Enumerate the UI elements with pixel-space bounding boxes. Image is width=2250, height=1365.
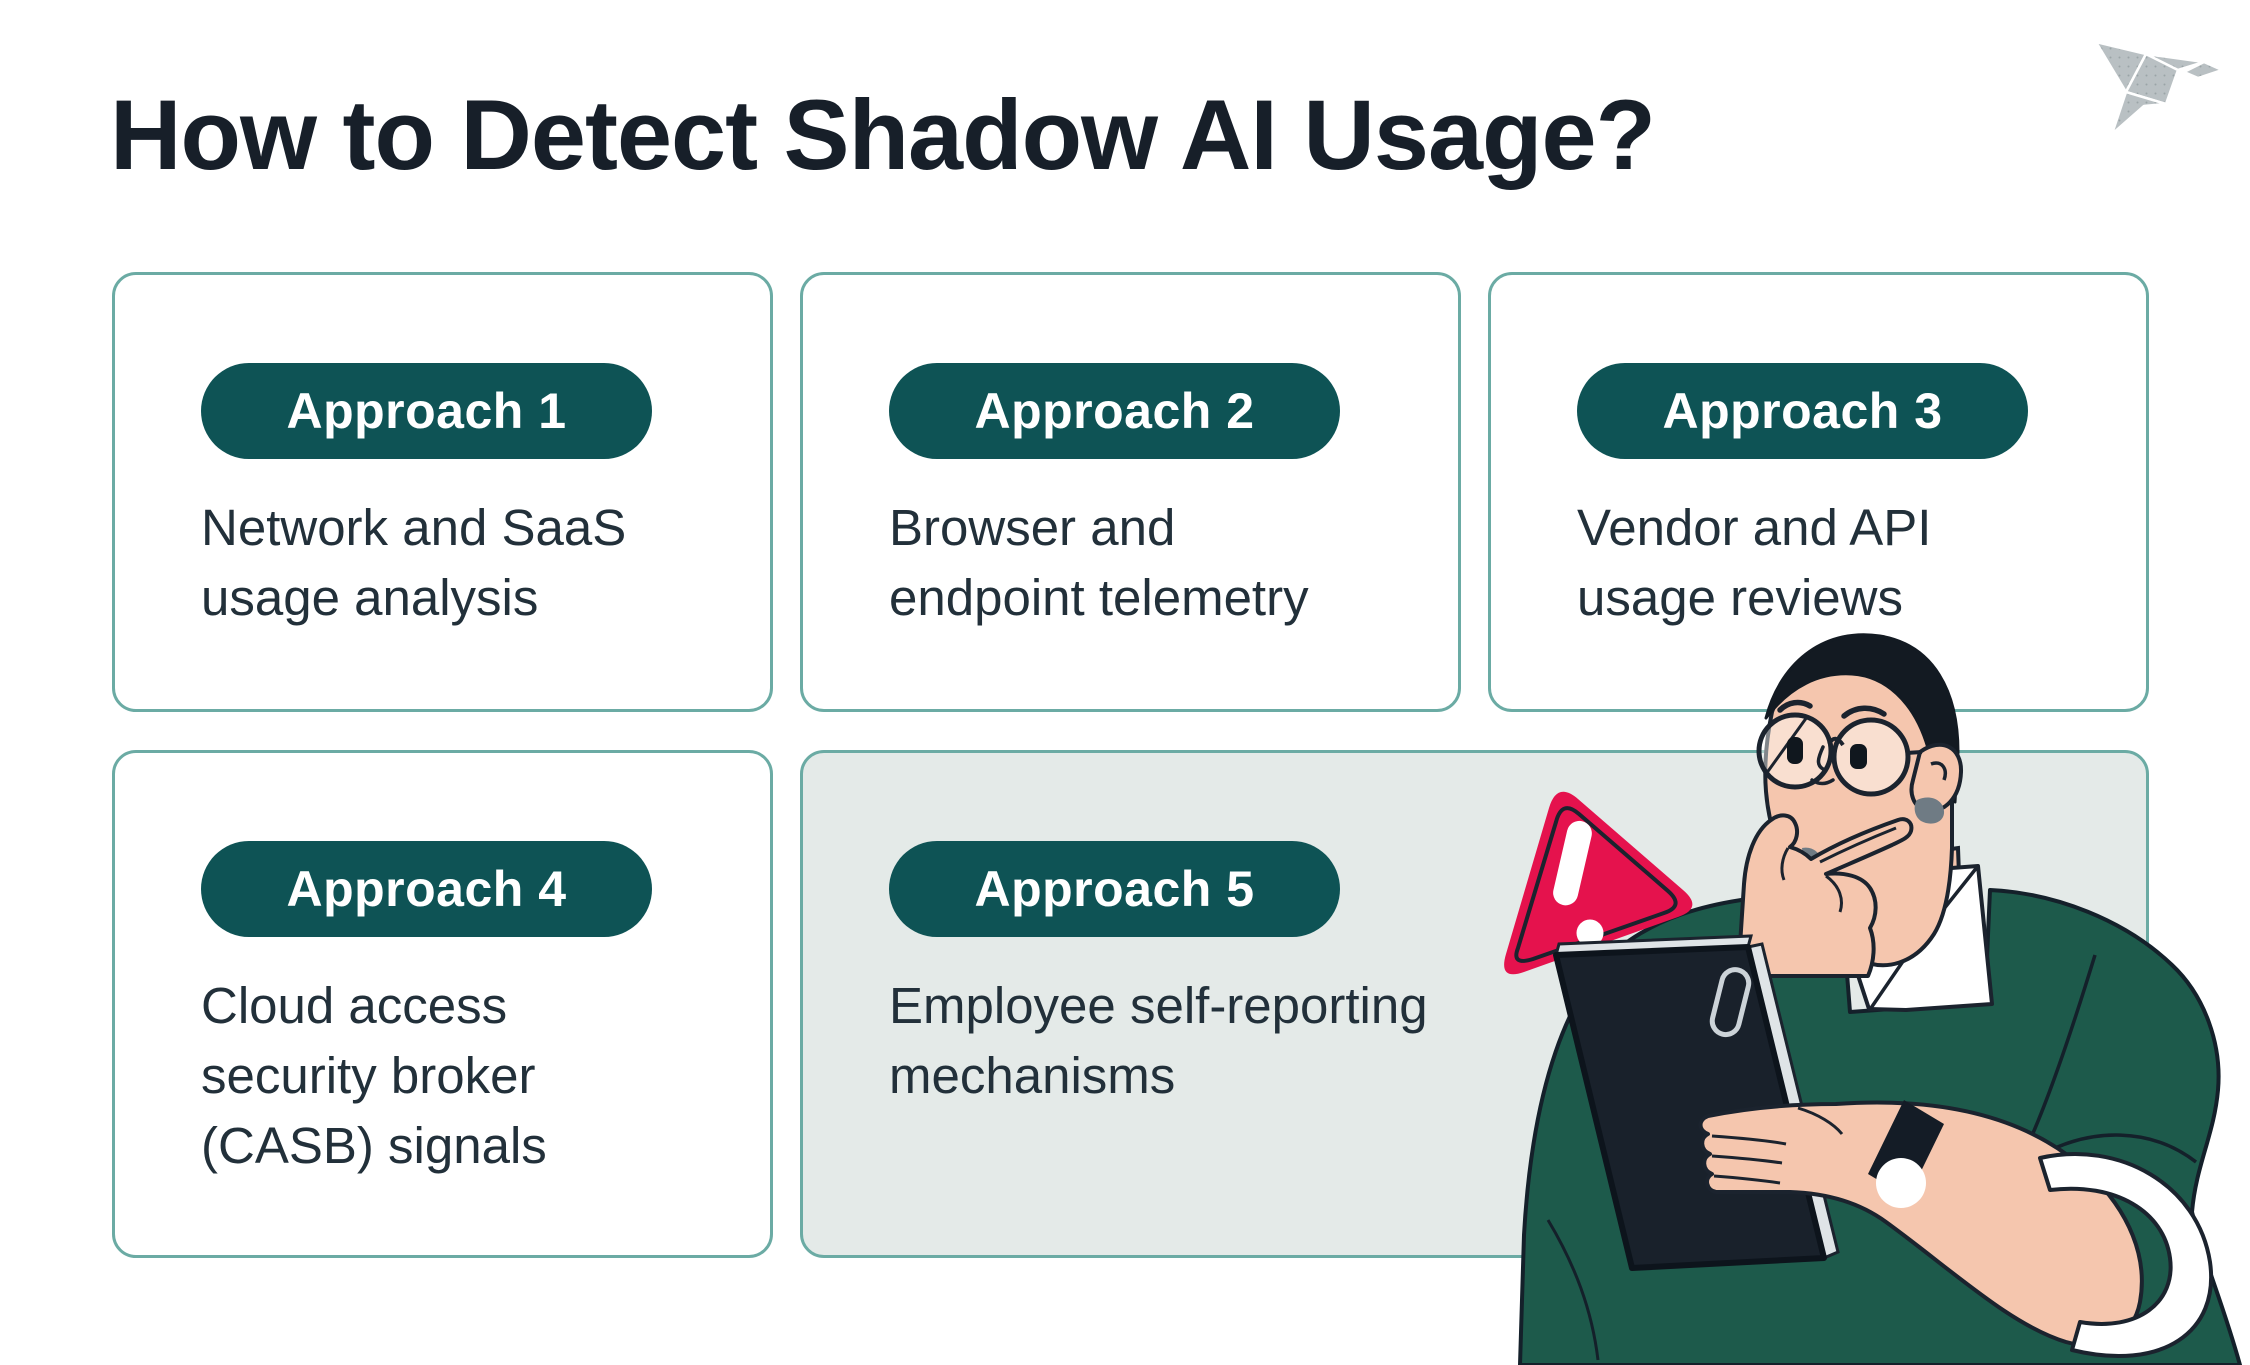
badge-label: Approach 2: [974, 383, 1255, 439]
watch-face: [1876, 1158, 1926, 1208]
approach-card-1: Approach 1 Network and SaaS usage analys…: [112, 272, 773, 712]
text-line: endpoint telemetry: [889, 569, 1309, 626]
text-line: Vendor and API: [1577, 499, 1932, 556]
tablet-camera: [1709, 967, 1752, 1038]
approach-card-2: Approach 2 Browser and endpoint telemetr…: [800, 272, 1461, 712]
ear-inner-line: [1930, 761, 1947, 781]
approach-5-text: Employee self-reporting mechanisms: [889, 971, 2146, 1111]
smile: [1810, 778, 1835, 786]
thinking-man-illustration: [1504, 633, 2242, 1365]
approach-4-badge: Approach 4: [201, 841, 652, 937]
page-title: How to Detect Shadow AI Usage?: [110, 79, 1656, 190]
warning-triangle-icon: [1504, 791, 1693, 975]
glasses: [1756, 712, 1923, 797]
approach-3-text: Vendor and API usage reviews: [1577, 493, 2146, 633]
text-line: usage analysis: [201, 569, 539, 626]
text-line: Browser and: [889, 499, 1176, 556]
left-eye: [1787, 737, 1803, 764]
badge-label: Approach 5: [974, 861, 1255, 917]
approach-3-badge: Approach 3: [1577, 363, 2028, 459]
right-eyebrow: [1841, 705, 1887, 719]
approach-2-badge: Approach 2: [889, 363, 1340, 459]
approach-1-text: Network and SaaS usage analysis: [201, 493, 770, 633]
exclamation-icon: [1553, 820, 1604, 947]
text-line: Cloud access: [201, 977, 508, 1034]
right-eye: [1850, 744, 1867, 769]
text-line: security broker: [201, 1047, 536, 1104]
badge-label: Approach 3: [1662, 383, 1943, 439]
origami-bird-logo: [2094, 40, 2224, 136]
cheek-shadow: [1914, 797, 1945, 824]
bird-facets: [2094, 40, 2224, 136]
approach-4-text: Cloud access security broker (CASB) sign…: [201, 971, 770, 1181]
left-eyebrow: [1777, 699, 1813, 713]
text-line: mechanisms: [889, 1047, 1176, 1104]
rolled-sleeve-cuff: [2038, 1152, 2214, 1359]
badge-label: Approach 1: [286, 383, 567, 439]
approach-5-badge: Approach 5: [889, 841, 1340, 937]
approach-card-4: Approach 4 Cloud access security broker …: [112, 750, 773, 1258]
hand-on-chin: [1736, 813, 1914, 978]
wristwatch: [1868, 1100, 1944, 1208]
text-line: usage reviews: [1577, 569, 1903, 626]
nose-line: [1816, 745, 1825, 771]
ear: [1909, 742, 1964, 813]
approach-2-text: Browser and endpoint telemetry: [889, 493, 1458, 633]
approach-1-badge: Approach 1: [201, 363, 652, 459]
text-line: Network and SaaS: [201, 499, 627, 556]
text-line: Employee self-reporting: [889, 977, 1428, 1034]
text-line: (CASB) signals: [201, 1117, 547, 1174]
badge-label: Approach 4: [286, 861, 567, 917]
